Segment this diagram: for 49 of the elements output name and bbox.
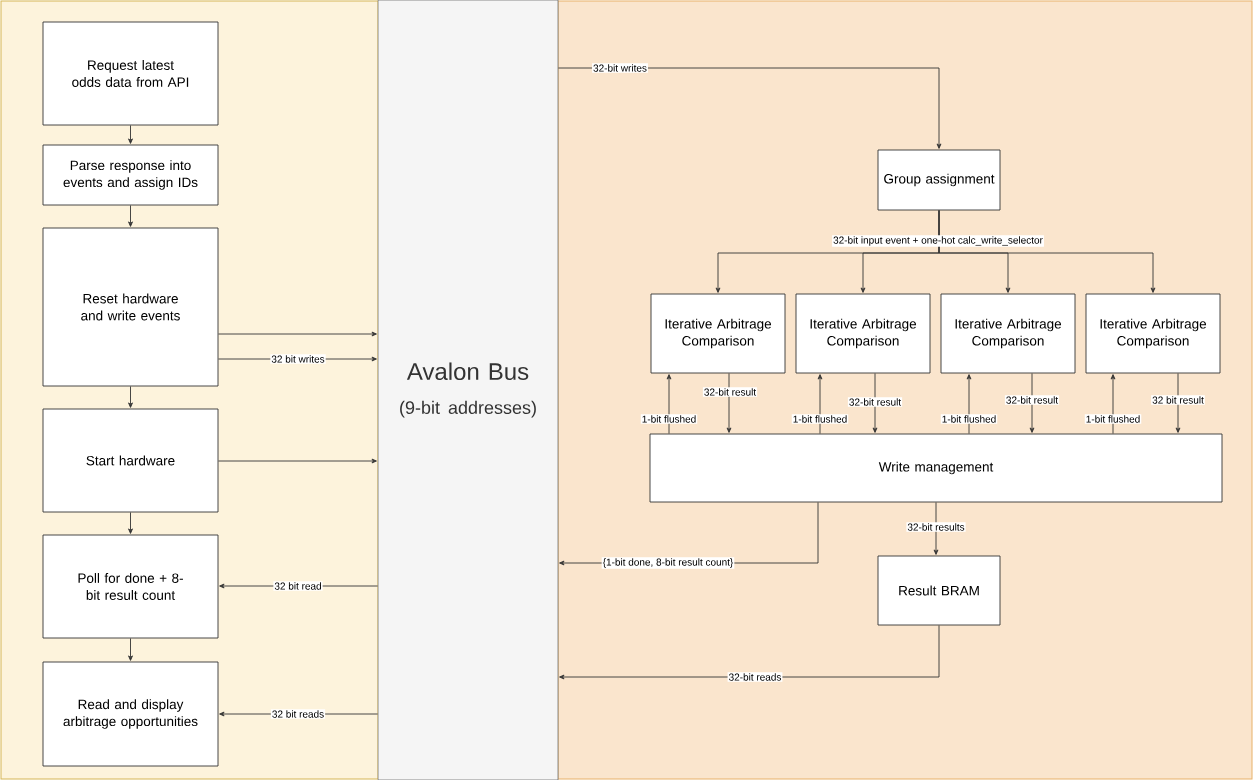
arrow [128, 386, 133, 408]
arrow [218, 331, 377, 337]
edge-label: 1-bit flushed [940, 414, 998, 424]
arrow [933, 502, 939, 555]
process-box: Write management [649, 433, 1223, 503]
process-box: Result BRAM [877, 555, 1001, 626]
arrow [1029, 373, 1035, 433]
process-box: Parse response into events and assign IDs [42, 144, 219, 206]
edge-label: {1-bit done, 8-bit result count} [601, 557, 735, 569]
edge-label: 32-bit writes [592, 63, 648, 73]
process-box: Poll for done + 8-bit result count [42, 534, 219, 639]
edge-label: 32 bit writes [270, 354, 326, 364]
process-box: Iterative Arbitrage Comparison [1085, 293, 1221, 374]
edge-label: 32-bit result [1004, 395, 1060, 405]
arrow [1110, 374, 1116, 434]
edge-label: 32-bit result [847, 397, 903, 407]
edge-label: 1-bit flushed [1084, 414, 1142, 424]
edge-label: 32 bit result [1151, 395, 1205, 405]
process-box: Iterative Arbitrage Comparison [795, 293, 931, 374]
arrow [726, 373, 732, 433]
process-box: Reset hardware and write events [42, 227, 219, 387]
process-box: Group assignment [877, 149, 1001, 211]
edge-label: 1-bit flushed [640, 414, 698, 424]
bus-band: Avalon Bus (9-bit addresses) [377, 0, 559, 780]
arrow [559, 625, 940, 680]
process-box: Start hardware [42, 408, 219, 513]
edge-label: 32-bit result [702, 387, 758, 397]
arrow [128, 205, 133, 227]
edge-label: 32-bit reads [727, 672, 783, 682]
arrow [128, 638, 133, 661]
arrow [872, 373, 878, 433]
process-box: Iterative Arbitrage Comparison [940, 293, 1076, 374]
edge-label: 1-bit flushed [791, 414, 849, 424]
process-box: Request latest odds data from API [42, 21, 219, 126]
arrow [128, 125, 133, 144]
arrow [938, 210, 1156, 293]
edge-label: 32 bit reads [270, 709, 326, 719]
arrow [1175, 373, 1181, 433]
arrow [557, 67, 942, 149]
arrow [218, 458, 377, 464]
arrow [128, 512, 133, 534]
arrow [666, 374, 672, 434]
edge-label: 32-bit results [906, 522, 966, 532]
edge-label: 32-bit input event + one-hot calc_write_selector [832, 235, 1044, 247]
process-box: Iterative Arbitrage Comparison [650, 293, 786, 374]
arrow [817, 374, 823, 434]
arrow [966, 374, 972, 434]
edge-label: 32 bit read [273, 581, 323, 591]
process-box: Read and display arbitrage opportunities [42, 661, 219, 767]
